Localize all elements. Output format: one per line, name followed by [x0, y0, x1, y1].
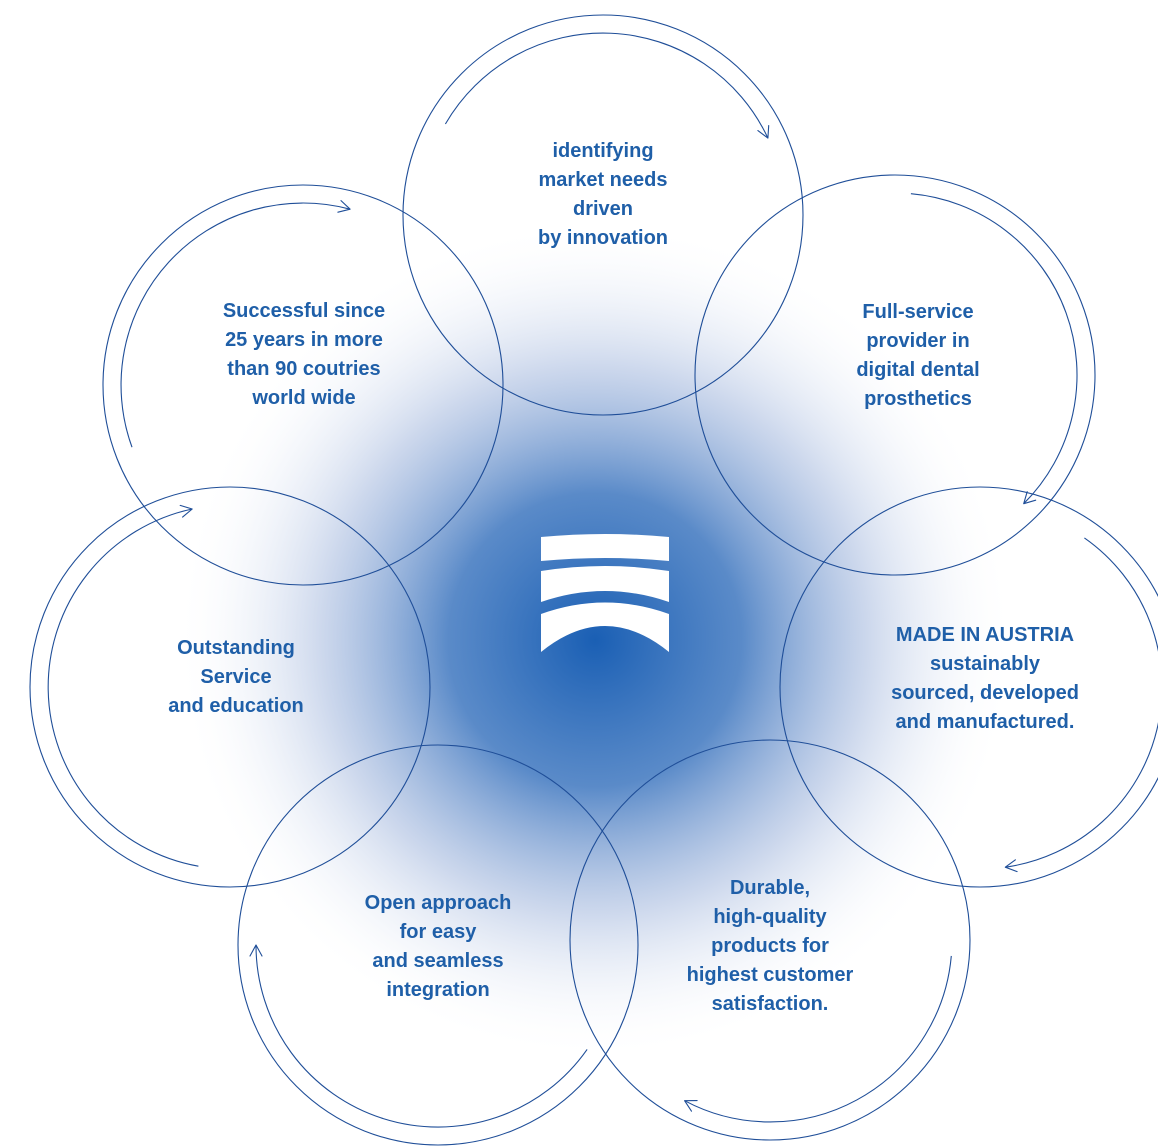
segment-label-successful: Successful since 25 years in more than 90 … — [223, 300, 385, 409]
segment-line: and seamless — [372, 950, 503, 972]
arrow-icon — [1004, 859, 1018, 873]
arrow-icon — [757, 125, 770, 139]
arrow-icon — [249, 944, 263, 957]
segment-line: satisfaction. — [712, 993, 829, 1015]
segment-line: integration — [386, 979, 489, 1001]
segment-line: high-quality — [713, 906, 827, 928]
segment-label-open-approach: Open approach for easy and seamless integra… — [365, 892, 512, 1001]
arc-service-education — [47, 508, 199, 867]
segment-line: market needs — [539, 169, 668, 191]
brand-logo-icon — [541, 534, 669, 652]
segment-line: and manufactured. — [896, 711, 1075, 733]
segment-line: digital dental — [856, 359, 979, 381]
segment-line: MADE IN AUSTRIA — [896, 624, 1074, 646]
segment-line: Outstanding — [177, 637, 295, 659]
arc-successful — [120, 202, 351, 448]
segment-line: highest customer — [687, 964, 854, 986]
segment-line: Durable, — [730, 877, 810, 899]
ring-open-approach — [237, 744, 639, 1146]
segment-label-innovation: identifying market needs driven by innovati… — [538, 140, 668, 249]
arc-made-in-austria — [1005, 537, 1158, 868]
segment-line: Service — [200, 666, 271, 688]
ring-durable — [569, 739, 971, 1141]
arc-full-service — [910, 193, 1078, 505]
ring-full-service — [694, 174, 1096, 576]
segment-line: for easy — [400, 921, 478, 943]
segment-line: sourced, developed — [891, 682, 1079, 704]
arrow-icon — [337, 200, 351, 213]
segment-line: identifying — [552, 140, 653, 162]
segment-line: 25 years in more — [225, 329, 383, 351]
center-glow — [175, 220, 1015, 1060]
arrow-icon — [684, 1100, 698, 1112]
segment-line: Successful since — [223, 300, 385, 322]
segment-line: products for — [711, 935, 829, 957]
arc-open-approach — [255, 944, 588, 1128]
ring-successful — [102, 184, 504, 586]
segment-label-full-service: Full-service provider in digital dental pro… — [856, 301, 979, 410]
segment-line: provider in — [866, 330, 969, 352]
segment-line: sustainably — [930, 653, 1041, 675]
ring-innovation — [402, 14, 804, 416]
arc-durable — [684, 955, 952, 1123]
segment-line: Full-service — [862, 301, 973, 323]
segment-line: driven — [573, 198, 633, 220]
segment-line: Open approach — [365, 892, 512, 914]
segment-line: world wide — [251, 387, 355, 409]
segment-label-durable: Durable, high-quality products for highest … — [687, 877, 854, 1015]
arrow-icon — [179, 504, 193, 518]
segment-line: prosthetics — [864, 388, 972, 410]
ring-service-education — [29, 486, 431, 888]
segment-line: and education — [168, 695, 304, 717]
ring-group — [29, 14, 1158, 1146]
label-group: identifying market needs driven by innovati… — [168, 140, 1079, 1015]
arc-group — [47, 32, 1158, 1128]
arrow-icon — [1023, 491, 1037, 505]
segment-line: than 90 coutries — [227, 358, 380, 380]
segment-line: by innovation — [538, 227, 668, 249]
segment-label-made-in-austria: MADE IN AUSTRIA sustainably sourced, devel… — [891, 624, 1079, 733]
ring-made-in-austria — [779, 486, 1158, 888]
arc-innovation — [444, 32, 769, 139]
